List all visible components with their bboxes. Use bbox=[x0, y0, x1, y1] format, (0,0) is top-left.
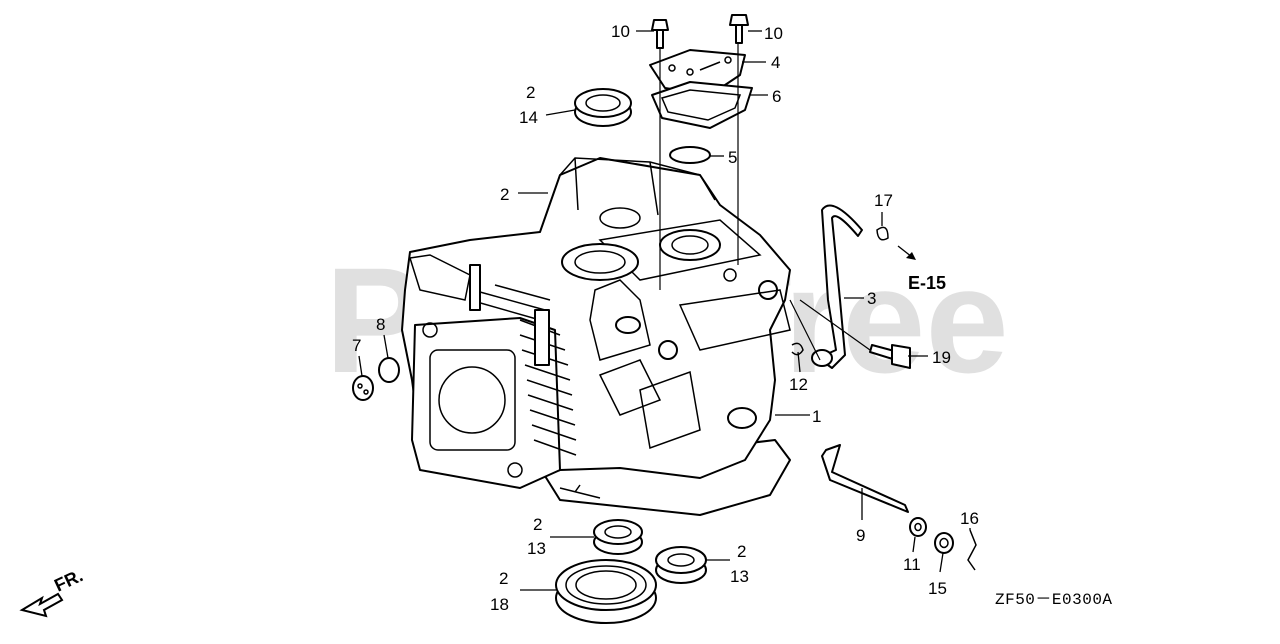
diagram-code: ZF50－E0300A bbox=[995, 591, 1113, 609]
callout-17: 17 bbox=[874, 191, 893, 210]
callout-1: 1 bbox=[812, 407, 821, 426]
bolt-part-10-right[interactable] bbox=[729, 14, 749, 44]
clip-part-17[interactable] bbox=[876, 226, 889, 241]
clip-part-12[interactable] bbox=[791, 342, 804, 356]
callout-4: 4 bbox=[771, 53, 780, 72]
callout-13-lower-qty: 2 bbox=[737, 542, 746, 561]
assembly-guide-lines bbox=[659, 44, 871, 361]
governor-shaft-part-9[interactable] bbox=[821, 444, 909, 513]
callout-14-qty: 2 bbox=[526, 83, 535, 102]
callout-18-qty: 2 bbox=[499, 569, 508, 588]
washer-part-7[interactable] bbox=[352, 375, 374, 401]
breather-valve-part-5[interactable] bbox=[669, 146, 711, 164]
breather-cover-part-4[interactable] bbox=[649, 49, 746, 96]
washer-part-11[interactable] bbox=[909, 517, 927, 537]
plug-part-8[interactable] bbox=[378, 357, 400, 383]
callout-14: 14 bbox=[519, 108, 538, 127]
callout-9: 9 bbox=[856, 526, 865, 545]
callout-6: 6 bbox=[772, 87, 781, 106]
bearing-part-18[interactable] bbox=[555, 559, 657, 624]
callout-2-head: 2 bbox=[500, 185, 509, 204]
callout-8: 8 bbox=[376, 315, 385, 334]
front-direction-indicator: FR. bbox=[19, 565, 86, 618]
callout-15: 15 bbox=[928, 579, 947, 598]
section-ref-label: E-15 bbox=[908, 273, 946, 293]
bolt-part-19[interactable] bbox=[869, 344, 911, 369]
callout-12: 12 bbox=[789, 375, 808, 394]
oil-seal-part-14[interactable] bbox=[574, 88, 632, 127]
breather-gasket-part-6[interactable] bbox=[651, 81, 753, 129]
bearing-part-13-lower[interactable] bbox=[655, 546, 707, 584]
pin-part-16[interactable] bbox=[967, 529, 977, 571]
callout-13-upper-qty: 2 bbox=[533, 515, 542, 534]
callout-16: 16 bbox=[960, 509, 979, 528]
callout-13-lower: 13 bbox=[730, 567, 749, 586]
cylinder-barrel-part-1[interactable] bbox=[401, 157, 791, 516]
callout-5: 5 bbox=[728, 148, 737, 167]
bolt-part-10-left[interactable] bbox=[651, 19, 669, 49]
callout-11: 11 bbox=[903, 555, 921, 574]
seal-part-15[interactable] bbox=[934, 532, 954, 554]
callout-13-upper: 13 bbox=[527, 539, 546, 558]
direction-label: FR. bbox=[51, 565, 86, 595]
callout-10-right: 10 bbox=[764, 24, 783, 43]
callout-3: 3 bbox=[867, 289, 876, 308]
callout-7: 7 bbox=[352, 336, 361, 355]
callout-18: 18 bbox=[490, 595, 509, 614]
bearing-part-13-upper[interactable] bbox=[593, 519, 643, 555]
callout-19: 19 bbox=[932, 348, 951, 367]
front-arrow-icon bbox=[19, 592, 64, 618]
leader-lines bbox=[358, 30, 971, 591]
section-reference[interactable]: E-15 bbox=[897, 245, 946, 293]
callout-10-left: 10 bbox=[611, 22, 630, 41]
